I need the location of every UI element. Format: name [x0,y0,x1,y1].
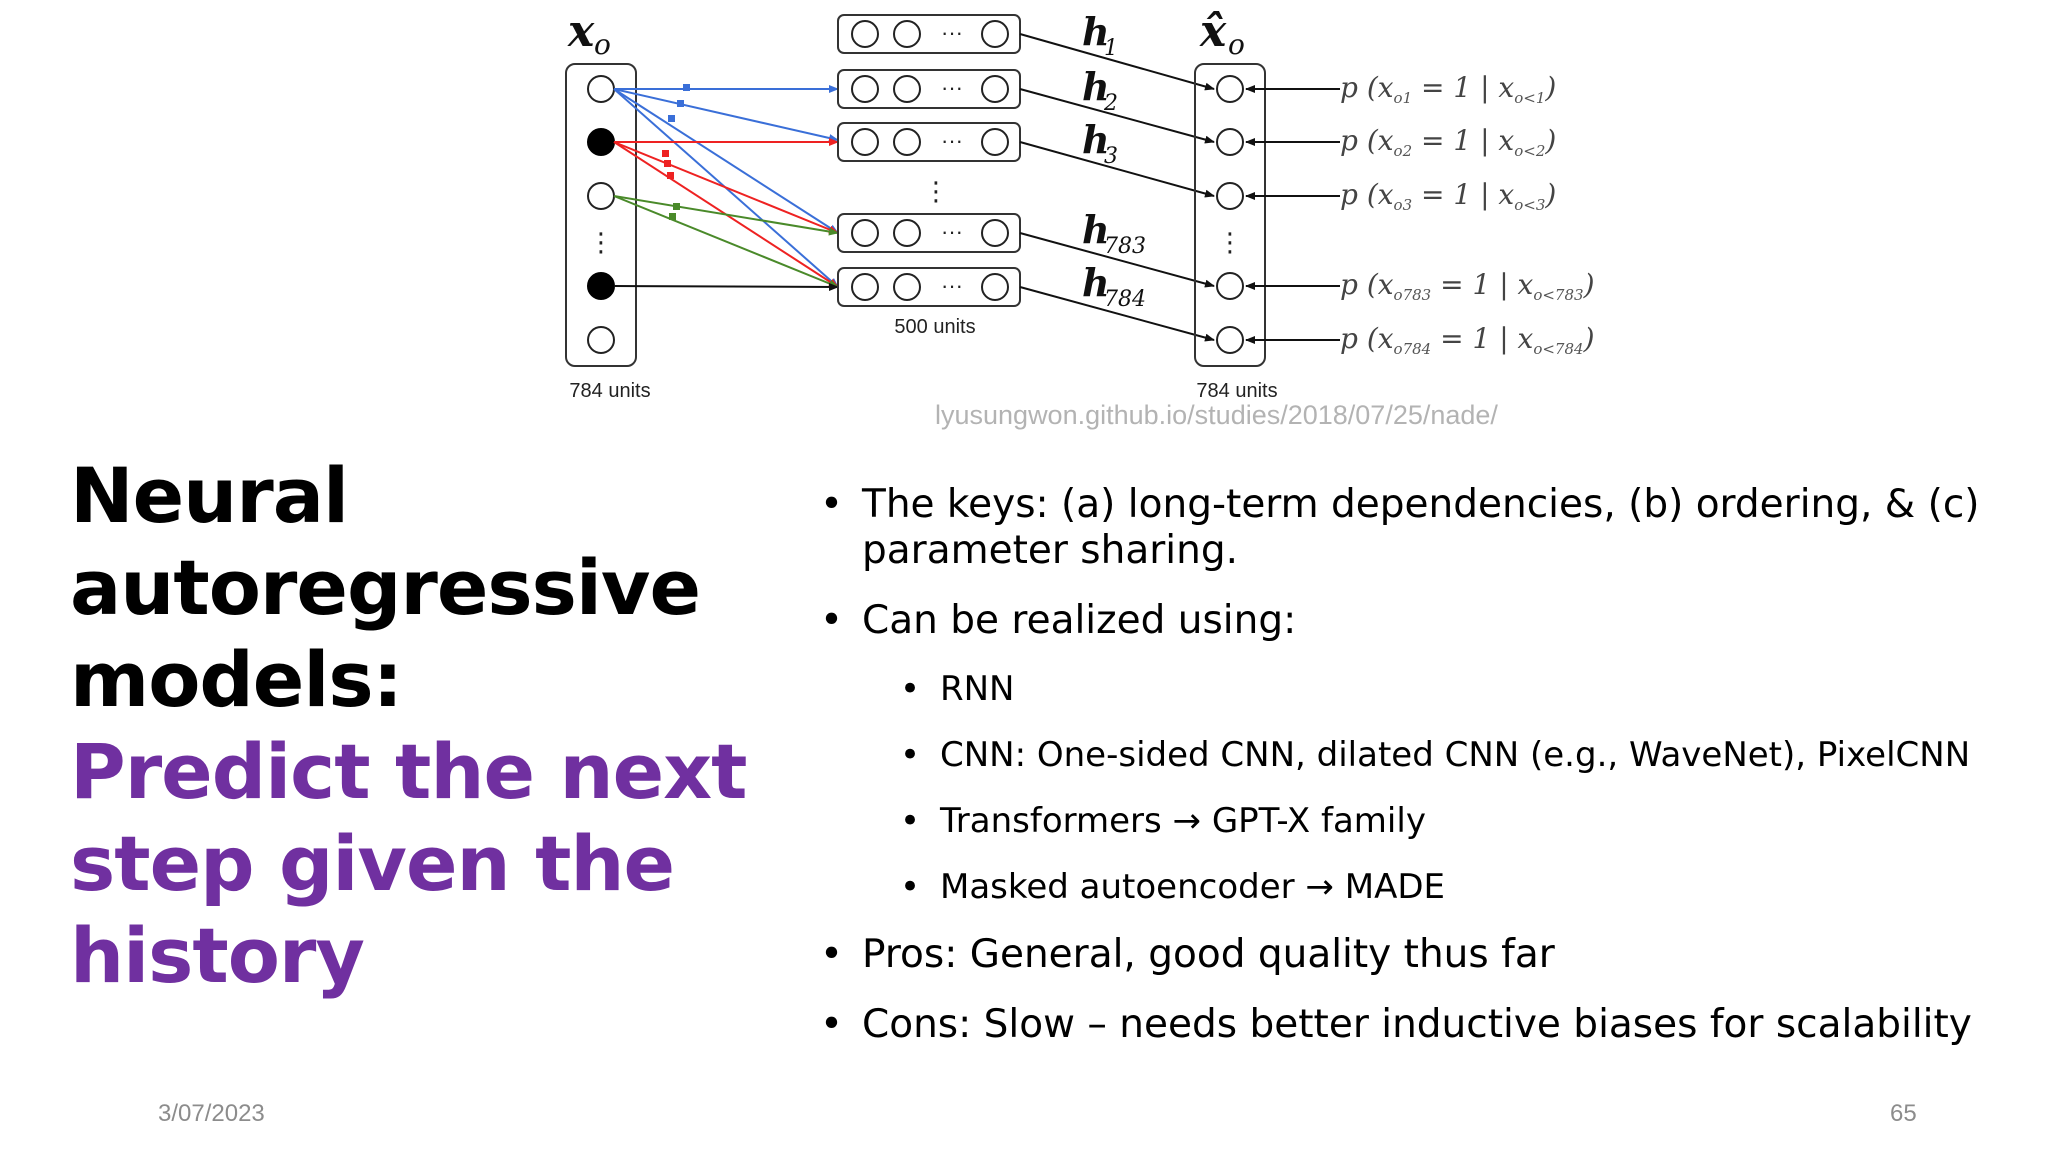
input-ellipsis: ⋮ [588,228,614,258]
hidden-layer-3: ··· [837,122,1021,162]
output-unit-3 [1216,182,1244,210]
footer-date: 3/07/2023 [158,1100,265,1127]
bullet-keys: The keys: (a) long-term dependencies, (b… [820,482,2000,574]
hidden-layer-783: ··· [837,213,1021,253]
svg-text:1: 1 [1104,36,1118,61]
prob-label-783: p (xo783 = 1 | xo<783) [1340,268,1595,304]
hidden-layer-784: ··· [837,267,1021,307]
output-ellipsis: ⋮ [1217,228,1243,258]
prob-label-1: p (xo1 = 1 | xo<1) [1340,71,1556,107]
output-var-label: x̂ [1199,6,1227,57]
input-units-label: 784 units [569,380,650,402]
nade-diagram: x o ⋮ 784 units [0,0,2048,420]
svg-text:3: 3 [1104,144,1118,169]
nade-diagram-svg: x o ⋮ 784 units [565,6,1595,402]
title-line-1: Neural [70,451,349,540]
subtitle-line-1: Predict the next [70,727,747,816]
prob-label-2: p (xo2 = 1 | xo<2) [1340,124,1556,160]
svg-text:783: 783 [1104,234,1146,259]
subtitle-line-3: history [70,911,365,1000]
bullet-rnn: RNN [820,668,2000,710]
bullet-cons: Cons: Slow – needs better inductive bias… [820,1002,2000,1048]
bullet-list: The keys: (a) long-term dependencies, (b… [820,482,2000,1072]
prob-label-3: p (xo3 = 1 | xo<3) [1340,178,1556,214]
output-var-sub: o [1228,28,1245,61]
hidden-ellipsis: ⋮ [923,177,949,207]
title-line-3: models: [70,635,403,724]
prob-label-784: p (xo784 = 1 | xo<784) [1340,322,1595,358]
hidden-units-label: 500 units [894,316,975,338]
output-layer-box [1194,63,1266,367]
bullet-transformers: Transformers → GPT-X family [820,800,2000,842]
svg-text:p (xo3 = 1 | xo<3): p (xo3 = 1 | xo<3) [1340,178,1556,214]
svg-text:···: ··· [941,20,963,45]
svg-text:h: h [1082,207,1110,252]
output-unit-2 [1216,128,1244,156]
hidden-layer-1: ··· [837,14,1021,54]
svg-text:···: ··· [941,273,963,298]
hidden-layer-2: ··· [837,69,1021,109]
svg-text:p (xo2 = 1 | xo<2): p (xo2 = 1 | xo<2) [1340,124,1556,160]
bullet-cnn: CNN: One-sided CNN, dilated CNN (e.g., W… [820,734,2000,776]
h-label-1: h1 [1082,9,1118,61]
svg-text:p (xo784 = 1 | xo<784): p (xo784 = 1 | xo<784) [1340,322,1595,358]
bullet-realized: Can be realized using: [820,598,2000,644]
bullet-masked: Masked autoencoder → MADE [820,866,2000,908]
h-label-2: h2 [1082,64,1118,116]
input-unit-784 [587,326,615,354]
svg-text:h: h [1082,117,1110,162]
input-unit-3 [587,182,615,210]
output-units-label: 784 units [1196,380,1277,402]
h-label-3: h3 [1082,117,1118,169]
input-var-sub: o [594,28,611,61]
output-unit-784 [1216,326,1244,354]
input-unit-2 [587,128,615,156]
slide-title: Neural autoregressive models: Predict th… [70,450,750,1002]
input-layer-box [565,63,637,367]
input-unit-783 [587,272,615,300]
svg-text:h: h [1082,9,1110,54]
svg-text:p (xo1 = 1 | xo<1): p (xo1 = 1 | xo<1) [1340,71,1556,107]
svg-text:h: h [1082,260,1110,305]
source-citation: lyusungwon.github.io/studies/2018/07/25/… [935,400,1498,430]
title-line-2: autoregressive [70,543,701,632]
svg-text:2: 2 [1103,91,1118,116]
svg-text:···: ··· [941,128,963,153]
svg-text:p (xo783 = 1 | xo<783): p (xo783 = 1 | xo<783) [1340,268,1595,304]
svg-text:···: ··· [941,219,963,244]
svg-text:784: 784 [1104,287,1146,312]
output-unit-1 [1216,75,1244,103]
input-unit-1 [587,75,615,103]
subtitle-line-2: step given the [70,819,675,908]
svg-text:h: h [1082,64,1110,109]
bullet-pros: Pros: General, good quality thus far [820,932,2000,978]
output-unit-783 [1216,272,1244,300]
footer-page-number: 65 [1890,1100,1917,1127]
input-var-label: x [567,6,595,57]
svg-text:···: ··· [941,75,963,100]
